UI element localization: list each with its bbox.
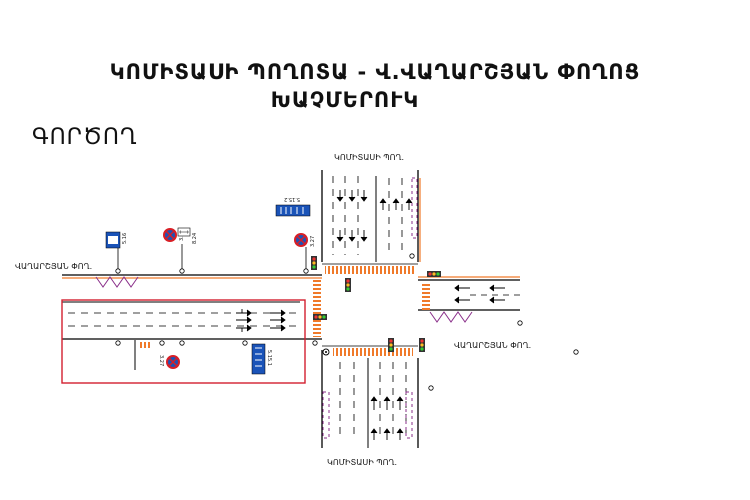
traffic-light — [311, 256, 441, 352]
west-crosswalk — [313, 280, 321, 337]
street-label-west: ՎԱՂԱՐՇՅԱՆ ՓՈՂ. — [15, 262, 92, 271]
sign-stems — [117, 244, 307, 269]
north-arrows — [336, 190, 413, 242]
north-barrier — [411, 177, 418, 239]
street-label-south: ԿՈՄԻՏԱՍԻ ՊՈՂ. — [327, 458, 397, 467]
lane-direction-sign: 5.15.1 — [251, 343, 272, 375]
west-barrier — [95, 276, 139, 288]
no-stopping-sign: 3.27 — [294, 233, 316, 247]
sign-3-27-code-c: 3.27 — [158, 355, 164, 366]
south-road — [321, 350, 419, 448]
east-barrier — [429, 311, 473, 323]
east-crosswalk — [422, 283, 430, 310]
west-lane-dashes — [68, 312, 300, 327]
highlight-frame — [61, 299, 306, 384]
no-stopping-sign: 3.27 8.24 — [163, 227, 198, 244]
south-crosswalk — [333, 348, 413, 356]
lane-direction-sign: 5.15.2 — [275, 196, 311, 217]
street-label-north: ԿՈՄԻՏԱՍԻ ՊՈՂ. — [334, 153, 404, 162]
north-crosswalk — [325, 266, 415, 274]
south-arrows — [370, 396, 404, 440]
sign-5-15-1-code: 5.15.1 — [266, 350, 272, 366]
sign-8-24-code: 8.24 — [192, 233, 198, 244]
west-arrows — [236, 309, 286, 332]
south-lane-dashes — [339, 362, 407, 440]
sign-3-27-code-b: 3.27 — [310, 236, 316, 247]
sign-5-16: 5.16 — [105, 231, 128, 249]
no-stopping-sign: 3.27 — [158, 355, 180, 369]
diagram-subtitle: ԽԱՉՄԵՐՈՒԿ — [270, 88, 420, 112]
north-road — [321, 170, 419, 262]
section-label: ԳՈՐԾՈՂ — [32, 125, 138, 150]
south-barrier — [322, 391, 330, 439]
north-lane-dashes — [332, 176, 403, 255]
sign-5-15-2-code: 5.15.2 — [284, 196, 300, 202]
sign-posts — [115, 253, 579, 391]
west-road — [62, 274, 322, 340]
east-arrows — [454, 284, 505, 304]
diagram-title: ԿՈՄԻՏԱՍԻ ՊՈՂՈՏԱ - Վ.ՎԱՂԱՐՇՅԱՆ ՓՈՂՈՑ — [109, 60, 641, 84]
east-road — [418, 279, 520, 311]
sign-5-16-code: 5.16 — [122, 233, 128, 244]
street-label-east: ՎԱՂԱՐՇՅԱՆ ՓՈՂ. — [454, 341, 531, 350]
